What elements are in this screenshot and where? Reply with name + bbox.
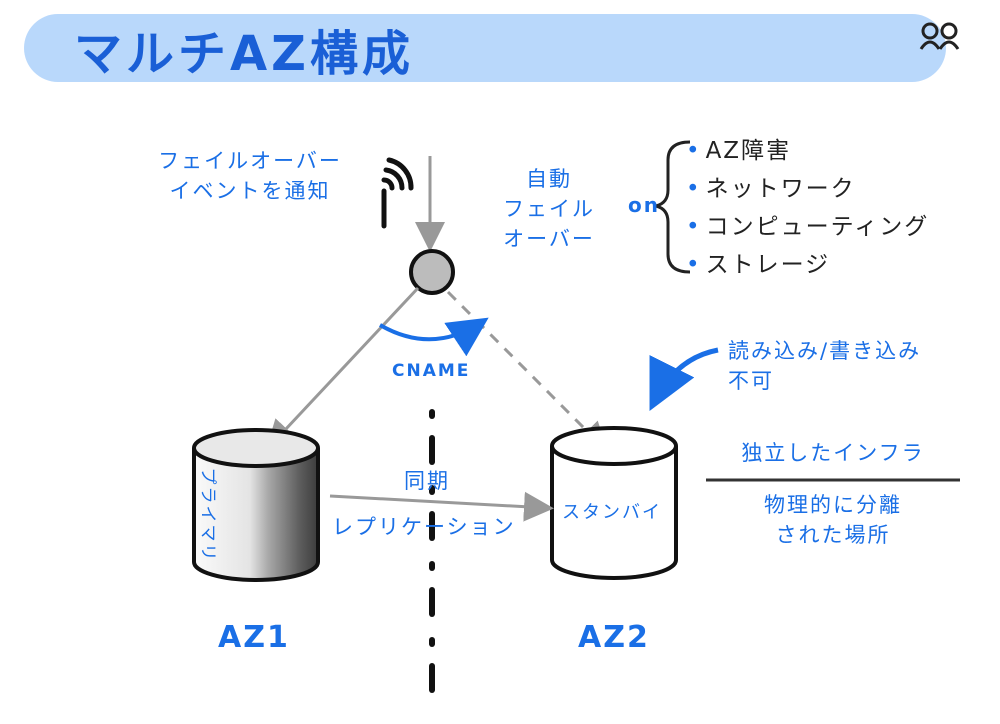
az2-label: AZ2 <box>578 620 650 655</box>
standby-link-dashed-arrow <box>446 290 609 453</box>
az1-label: AZ1 <box>218 620 290 655</box>
independent-infra-label: 独立したインフラ <box>741 441 925 465</box>
readwrite-label: 読み込み/書き込み 不可 <box>728 339 922 393</box>
standby-label: スタンバイ <box>562 502 662 523</box>
auto-failover-label: 自動 フェイル オーバー <box>503 167 595 251</box>
failover-event-label: フェイルオーバー イベントを通知 <box>158 149 342 203</box>
failure-type-item: ストレージ <box>686 246 929 284</box>
event-signal-icon <box>381 157 414 229</box>
failure-type-item: ネットワーク <box>686 170 929 208</box>
readwrite-pointer-arrow <box>649 347 719 411</box>
replication-arrow <box>329 491 554 522</box>
primary-label: プライマリ <box>197 467 218 563</box>
standby-db-cylinder <box>550 426 678 580</box>
sync-label: 同期 <box>404 469 450 493</box>
failure-types-list: AZ障害 ネットワーク コンピューティング ストレージ <box>686 132 929 284</box>
page-title: マルチAZ構成 <box>74 26 414 82</box>
primary-db-cylinder <box>192 428 320 582</box>
failure-types-brace <box>655 140 691 274</box>
primary-link-arrow <box>265 286 420 451</box>
endpoint-node <box>409 249 455 295</box>
title-bar <box>24 14 946 82</box>
replication-label: レプリケーション <box>332 515 516 539</box>
on-label: on <box>628 193 660 217</box>
failure-type-item: AZ障害 <box>686 132 929 170</box>
cname-switch-arrow <box>379 317 489 357</box>
failure-type-item: コンピューティング <box>686 208 929 246</box>
separated-location-label: 物理的に分離 された場所 <box>764 493 902 547</box>
logo-icon <box>919 22 960 50</box>
cname-label: CNAME <box>392 361 471 381</box>
